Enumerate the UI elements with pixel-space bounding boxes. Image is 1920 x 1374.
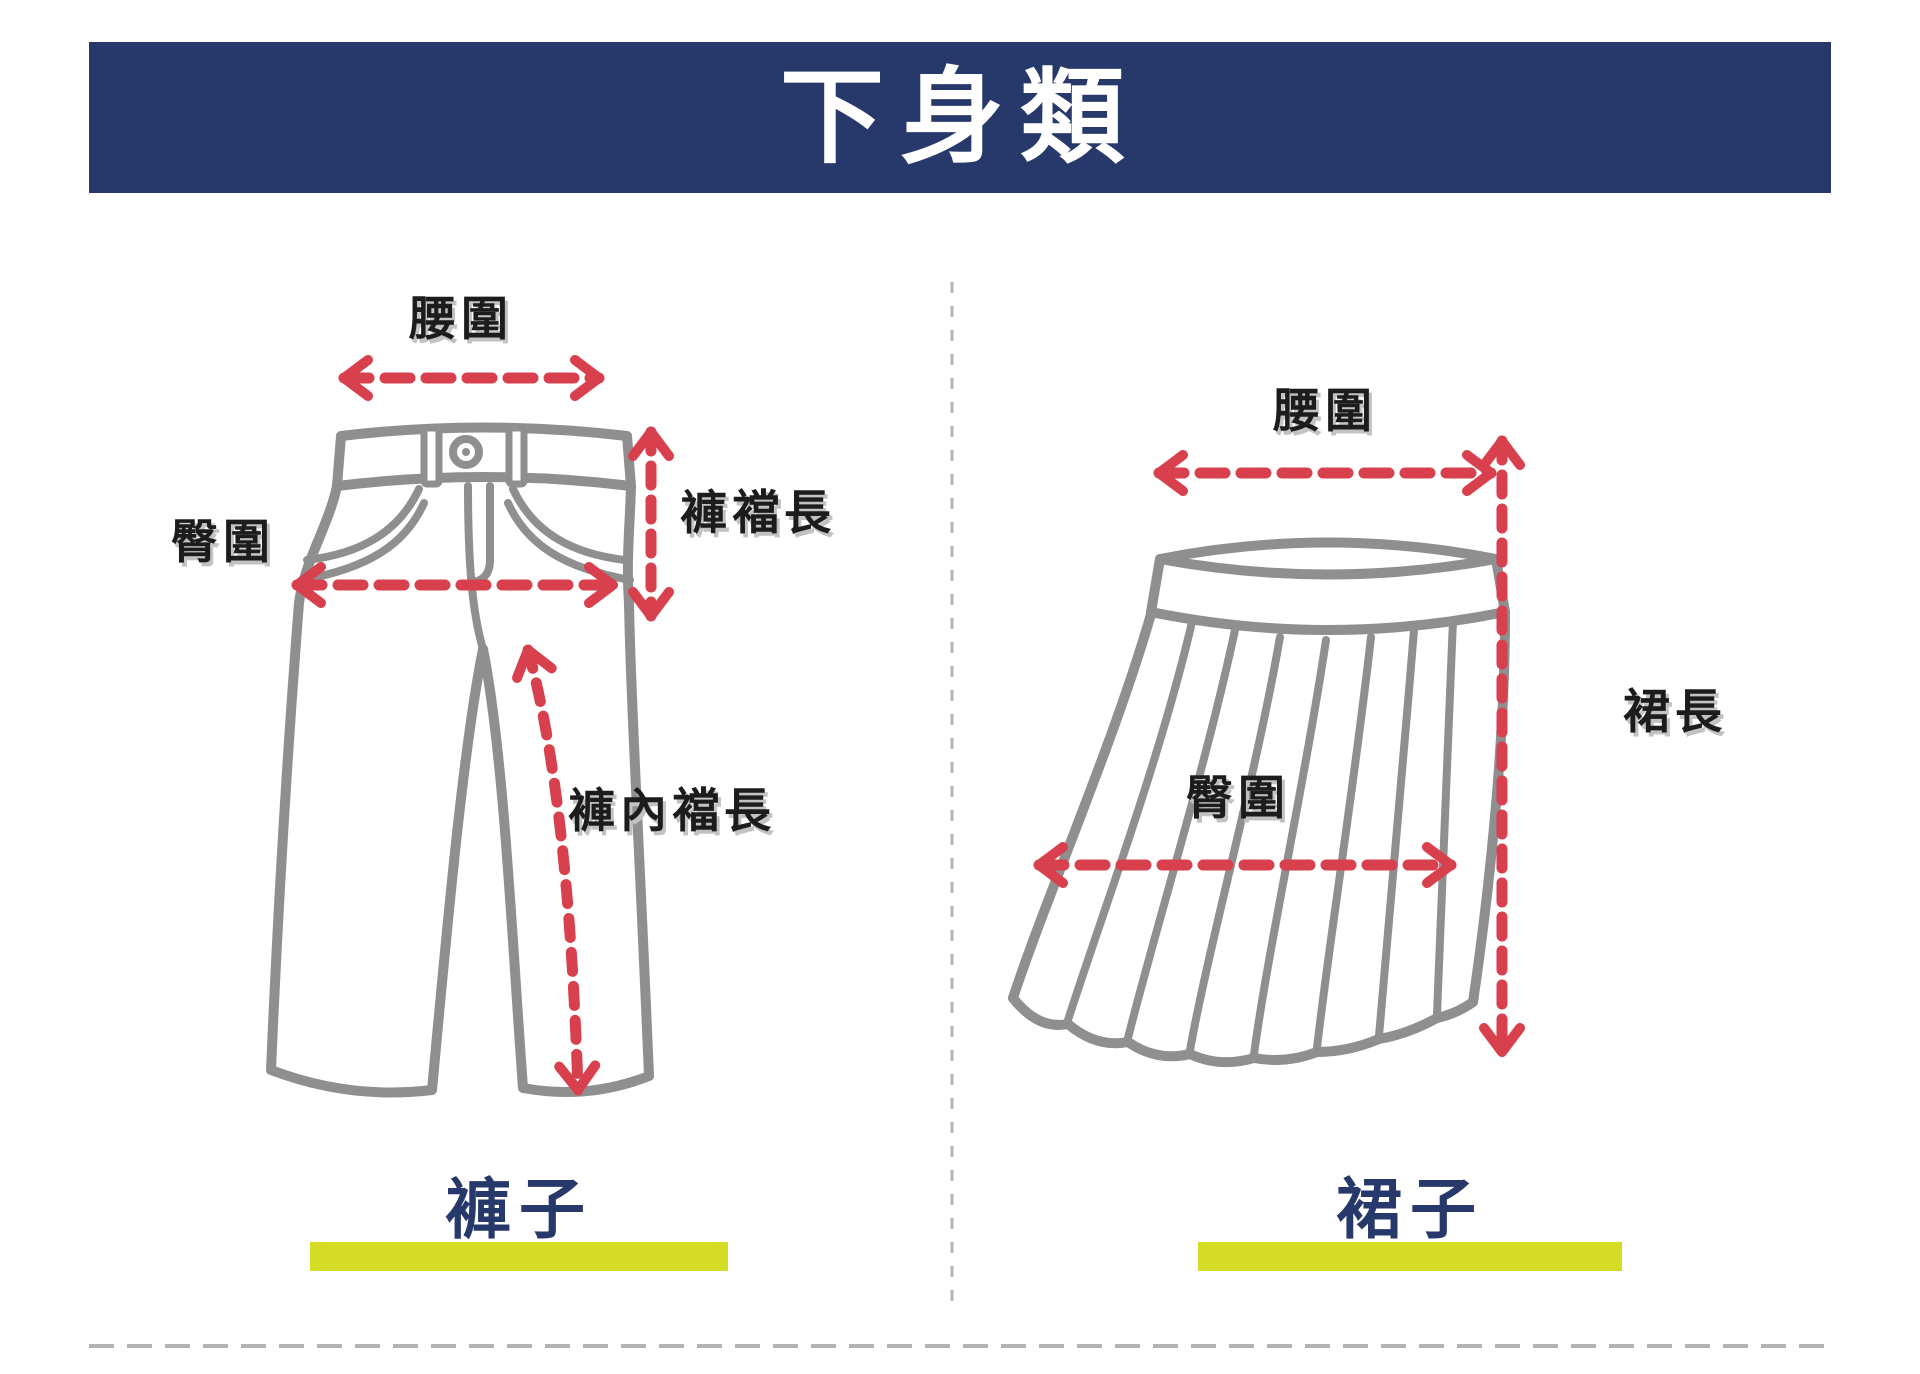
pants-caption-text: 褲子 [445, 1172, 593, 1246]
pants-illustration [266, 422, 654, 1098]
skirt-caption-highlight [1198, 1242, 1622, 1271]
skirt-caption-text: 裙子 [1336, 1172, 1484, 1246]
skirt-waist-label: 腰圍 [1273, 384, 1377, 437]
skirt-caption: 裙子 [1198, 1172, 1622, 1271]
pants-caption-highlight [310, 1242, 728, 1271]
pants-crotch-length-label: 褲襠長 [680, 486, 836, 539]
pants-inseam-length-label: 褲內襠長 [568, 784, 776, 837]
pants-inseam-arrow [512, 644, 601, 1096]
page-title: 下身類 [779, 59, 1140, 176]
pants-hip-label: 臀圍 [171, 515, 275, 568]
title-bar: 下身類 [89, 42, 1831, 193]
pants-caption: 褲子 [310, 1172, 728, 1271]
skirt-hip-label: 臀圍 [1186, 771, 1290, 824]
skirt-length-label: 裙長 [1623, 685, 1727, 738]
pants-waist-label: 腰圍 [409, 292, 513, 345]
